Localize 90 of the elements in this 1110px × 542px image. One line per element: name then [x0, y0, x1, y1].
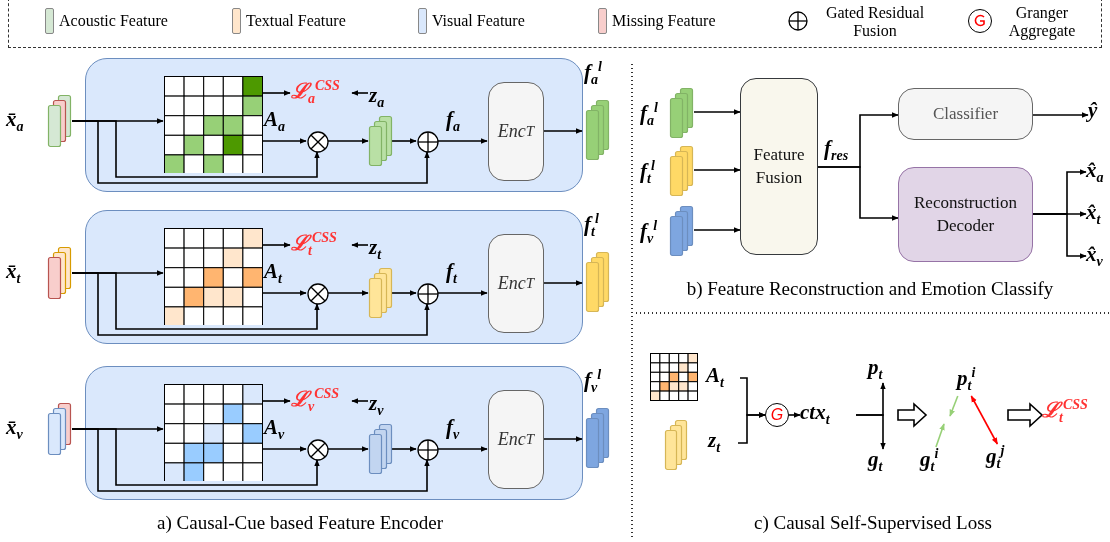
arrow [391, 290, 417, 296]
arrow [71, 120, 430, 184]
arrow [437, 138, 488, 144]
circled-times-icon [307, 283, 329, 305]
arrow [71, 272, 430, 336]
circled-plus-icon [417, 439, 439, 461]
edge-label: f$_{t}$ [446, 261, 457, 287]
edge-label: f$_{a}$ [446, 109, 460, 135]
arrow [391, 138, 417, 144]
math-label: z$_{t}$ [708, 430, 738, 456]
decoder-box: Reconstruction Decoder [898, 167, 1033, 262]
legend-text: Acoustic Feature [59, 12, 168, 30]
arrow [261, 242, 291, 248]
legend-text: Granger Aggregate [1007, 4, 1077, 41]
arrow [351, 90, 369, 96]
legend-text: Visual Feature [432, 12, 525, 30]
arrow [437, 446, 488, 452]
double-arrow [970, 395, 999, 445]
arrow [327, 138, 369, 144]
arrow [261, 290, 307, 296]
circled-plus-icon [417, 283, 439, 305]
matrix-grid-drawing [164, 76, 263, 173]
arrow [542, 280, 583, 286]
circled-plus-icon [417, 131, 439, 153]
caption: b) Feature Reconstruction and Emotion Classify [685, 278, 1055, 300]
arrow [261, 90, 291, 96]
math-label: z$_{a}$ [369, 85, 397, 109]
arrow [855, 414, 886, 450]
arrow [1032, 213, 1087, 259]
arrow [817, 166, 899, 221]
math-label: p$_{t}$ [868, 357, 898, 383]
math-label: z$_{t}$ [369, 237, 397, 261]
arrow [437, 290, 488, 296]
arrow [737, 412, 766, 444]
arrow [351, 242, 369, 248]
arrow [788, 412, 801, 418]
matrix-grid-drawing [164, 228, 263, 325]
classifier-box: Classifier [898, 88, 1033, 140]
arrow [261, 138, 307, 144]
arrow [693, 227, 741, 233]
math-label: g$_{t}$ [868, 449, 898, 475]
encoder-panel [85, 366, 583, 500]
feature-stack-icon [369, 268, 393, 318]
math-label: x̂$_{a}$ [1086, 160, 1110, 186]
encoder-panel [85, 58, 583, 192]
math-label: x̂$_{t}$ [1086, 202, 1110, 228]
arrow [327, 290, 369, 296]
circled-times-icon [307, 131, 329, 153]
math-label: A$_{t}$ [706, 365, 740, 391]
feature-stack-icon [369, 424, 393, 474]
arrow [542, 128, 583, 134]
circled-times-icon [307, 439, 329, 461]
math-label: ctx$_{t}$ [800, 402, 856, 430]
aggregate-node: G [765, 403, 789, 427]
hollow-arrow [1007, 402, 1044, 428]
edge-label: f$_{v}$ [446, 417, 460, 443]
legend-text: Missing Feature [612, 12, 716, 30]
matrix-grid-drawing [164, 384, 263, 481]
math-label: x̄$_{a}$ [6, 109, 24, 135]
matrix-grid-drawing [650, 353, 698, 401]
caption: c) Causal Self-Supervised Loss [753, 512, 993, 534]
math-label: z$_{v}$ [369, 393, 397, 417]
arrow [949, 395, 959, 417]
arrow [261, 398, 291, 404]
fusion-box: Feature Fusion [740, 78, 818, 255]
arrow [327, 446, 369, 452]
edge-label: A$_{v}$ [264, 417, 285, 443]
edge-label: A$_{a}$ [264, 109, 285, 135]
arrow [542, 436, 583, 442]
legend-text: Gated Residual Fusion [824, 4, 926, 41]
hollow-arrow [897, 402, 928, 428]
arrow [71, 428, 430, 492]
encoder-panel [85, 210, 583, 344]
feature-stack-icon [665, 420, 687, 470]
caption: a) Causal-Cue based Feature Encoder [156, 512, 444, 534]
arrow [935, 423, 945, 448]
math-label: x̄$_{t}$ [6, 261, 21, 287]
arrow [693, 167, 741, 173]
legend-text: Textual Feature [246, 12, 346, 30]
math-label: x̂$_{v}$ [1086, 244, 1110, 270]
arrow [693, 109, 741, 115]
arrow [261, 446, 307, 452]
edge-label: f$_{res}$ [824, 138, 849, 164]
feature-stack-icon [369, 116, 393, 166]
arrow [351, 398, 369, 404]
arrow [1032, 112, 1089, 118]
math-label: ŷ [1088, 100, 1110, 128]
arrow [391, 446, 417, 452]
math-label: x̄$_{v}$ [6, 417, 23, 443]
edge-label: A$_{t}$ [264, 261, 282, 287]
